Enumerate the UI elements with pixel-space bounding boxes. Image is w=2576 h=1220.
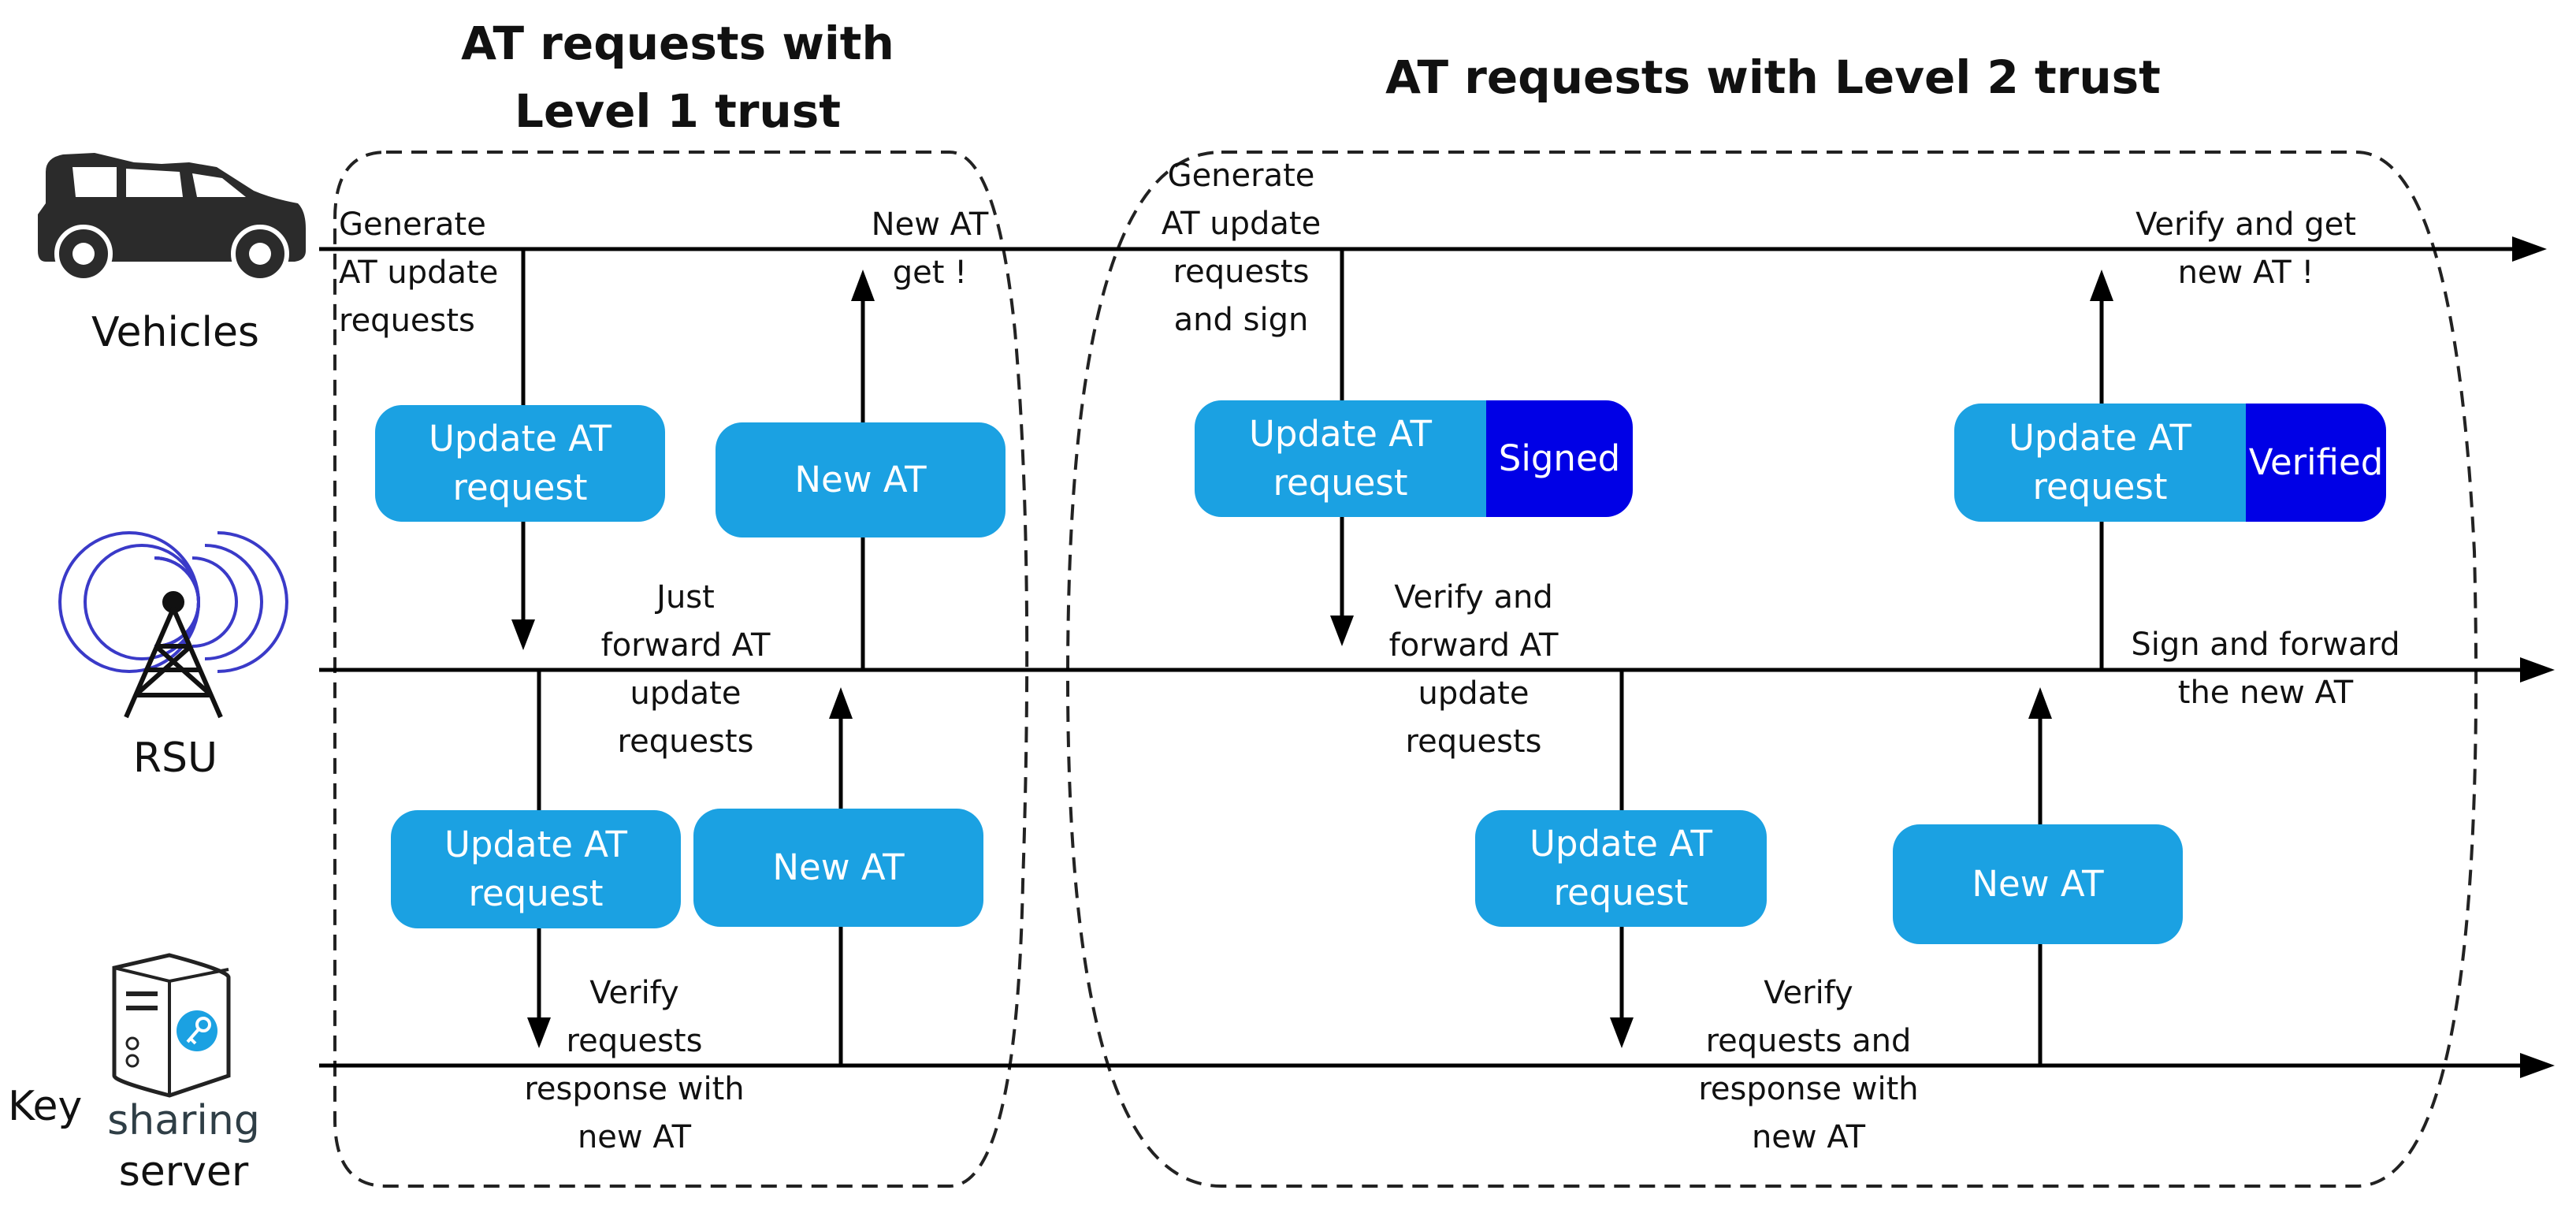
- l1-verify-label: Verify requests response with new AT: [524, 975, 745, 1155]
- l2-rsu-to-vehicle-arrowhead: [2090, 270, 2113, 301]
- rsu-label: RSU: [132, 735, 218, 782]
- l2-verified-request-box: Update AT request Verified: [1954, 404, 2386, 522]
- l1-rsu-to-server-arrowhead: [527, 1017, 551, 1048]
- server-label-server: server: [118, 1148, 249, 1196]
- l2-verify-forward-label: Verify and forward AT update requests: [1388, 579, 1559, 760]
- l1-update-request-box-bottom: Update AT request: [391, 810, 681, 928]
- vehicles-label: Vehicles: [91, 309, 260, 356]
- l2-rsu-to-server-arrowhead: [1610, 1017, 1634, 1048]
- level2-region: [1065, 151, 2478, 1188]
- l2-verify-response-label: Verify requests and response with new AT: [1698, 975, 1919, 1155]
- l2-verified-request-main: Update AT request: [1954, 404, 2246, 522]
- level1-title: AT requests with Level 1 trust: [461, 17, 894, 138]
- signed-tag: Signed: [1486, 400, 1633, 517]
- l2-verify-get-label: Verify and get new AT !: [2136, 206, 2356, 291]
- radio-tower-icon: [58, 531, 288, 719]
- l2-sign-forward-label: Sign and forward the new AT: [2131, 627, 2400, 711]
- vehicles-timeline-arrowhead: [2512, 236, 2547, 262]
- l2-signed-request-box: Update AT request Signed: [1195, 400, 1633, 517]
- l1-vehicle-to-rsu-arrowhead: [511, 619, 535, 650]
- l1-new-at-box-bottom: New AT: [693, 809, 983, 927]
- l1-new-at-get-label: New AT get !: [871, 206, 989, 291]
- verified-tag: Verified: [2246, 404, 2386, 522]
- l1-new-at-box-top: New AT: [716, 422, 1005, 537]
- server-label-key: Key: [8, 1083, 83, 1130]
- server-label-sharing: sharing: [107, 1097, 260, 1144]
- l2-vehicle-to-rsu-arrowhead: [1330, 616, 1354, 646]
- l2-update-request-box-bottom: Update AT request: [1475, 810, 1767, 927]
- rsu-timeline-arrowhead: [2520, 657, 2555, 683]
- l2-server-to-rsu-arrowhead: [2028, 687, 2052, 719]
- l1-generate-label: Generate AT update requests: [339, 206, 499, 339]
- key-server-icon: [112, 953, 231, 1098]
- l1-update-request-box-top: Update AT request: [375, 405, 665, 522]
- level2-title: AT requests with Level 2 trust: [1385, 50, 2161, 104]
- l1-server-to-rsu-arrowhead: [829, 687, 853, 719]
- l2-signed-request-main: Update AT request: [1195, 400, 1486, 517]
- l1-just-forward-label: Just forward AT update requests: [600, 579, 771, 760]
- l1-rsu-to-vehicle-arrowhead: [851, 270, 875, 301]
- l2-generate-label: Generate AT update requests and sign: [1161, 158, 1321, 338]
- car-icon: [38, 153, 306, 283]
- l2-new-at-box-bottom: New AT: [1893, 824, 2183, 944]
- server-timeline-arrowhead: [2520, 1053, 2555, 1078]
